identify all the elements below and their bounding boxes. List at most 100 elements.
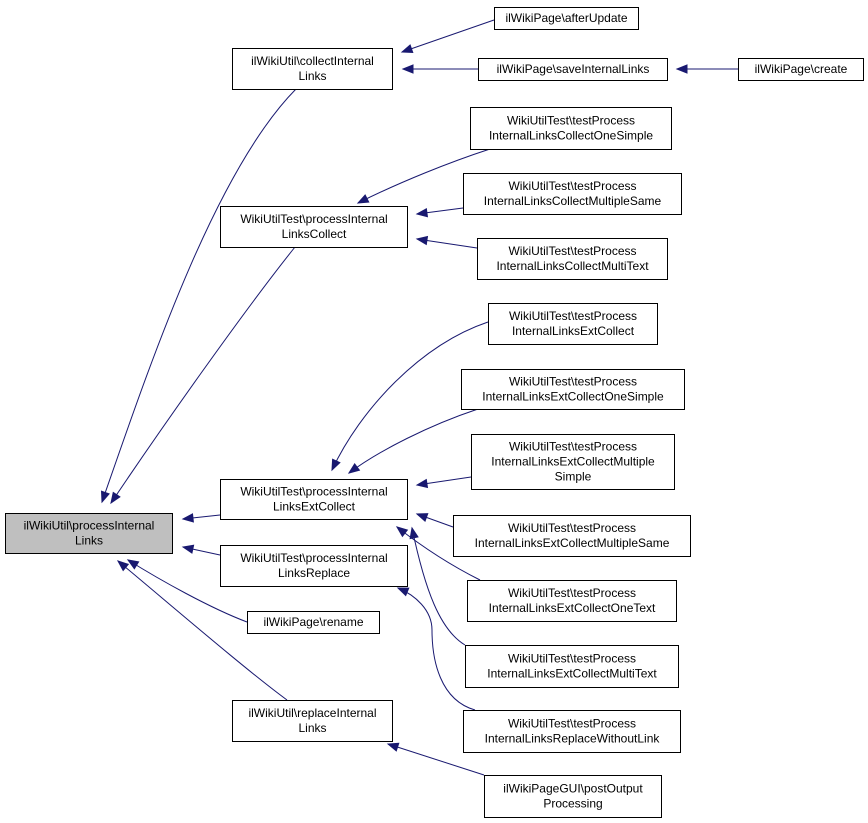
arrowhead-icon bbox=[181, 513, 194, 523]
node-label-line: WikiUtilTest\testProcess bbox=[508, 244, 636, 258]
edge-processInternalLinksReplace-to-root bbox=[181, 544, 221, 556]
node-testCollectMultiText[interactable]: WikiUtilTest\testProcessInternalLinksCol… bbox=[477, 238, 668, 280]
edge-line bbox=[101, 88, 297, 503]
edge-line bbox=[357, 148, 491, 204]
arrowhead-icon bbox=[100, 490, 110, 504]
arrowhead-icon bbox=[415, 235, 429, 246]
node-box bbox=[477, 238, 668, 280]
node-afterUpdate[interactable]: ilWikiPage\afterUpdate bbox=[494, 7, 639, 30]
node-label-line: ilWikiUtil\collectInternal bbox=[251, 54, 374, 68]
edge-replaceInternalLinks-to-root bbox=[116, 560, 288, 701]
node-testReplaceWithoutLink[interactable]: WikiUtilTest\testProcessInternalLinksRep… bbox=[463, 710, 681, 753]
node-testExtCollectOneText[interactable]: WikiUtilTest\testProcessInternalLinksExt… bbox=[467, 580, 677, 622]
arrowhead-icon bbox=[415, 478, 429, 489]
node-box bbox=[453, 515, 691, 557]
node-testCollectMultipleSame[interactable]: WikiUtilTest\testProcessInternalLinksCol… bbox=[463, 173, 682, 215]
edge-create-to-saveInternalLinks bbox=[675, 64, 738, 74]
node-label-line: ilWikiPage\rename bbox=[263, 615, 363, 629]
edge-saveInternalLinks-to-collectInternalLinks bbox=[401, 64, 478, 74]
node-label-line: InternalLinksCollectMultipleSame bbox=[484, 194, 662, 208]
edge-testExtCollectMultiText-to-processInternalLinksExtCollect bbox=[409, 526, 466, 646]
node-testExtCollectMultipleSimple[interactable]: WikiUtilTest\testProcessInternalLinksExt… bbox=[471, 434, 675, 490]
node-label-line: InternalLinksCollectMultiText bbox=[496, 259, 649, 273]
edge-line bbox=[397, 587, 476, 711]
node-label-line: InternalLinksExtCollect bbox=[512, 324, 635, 338]
edge-testExtCollect-to-processInternalLinksExtCollect bbox=[331, 321, 489, 472]
node-label-line: WikiUtilTest\testProcess bbox=[508, 586, 636, 600]
node-processInternalLinksExtCollect[interactable]: WikiUtilTest\processInternalLinksExtColl… bbox=[220, 479, 408, 520]
node-label-line: InternalLinksExtCollectMultiple bbox=[491, 455, 655, 469]
node-label-line: WikiUtilTest\testProcess bbox=[508, 521, 636, 535]
node-box bbox=[471, 434, 675, 490]
node-testCollectOneSimple[interactable]: WikiUtilTest\testProcessInternalLinksCol… bbox=[470, 107, 672, 150]
node-label-line: LinksCollect bbox=[282, 227, 347, 241]
node-label-line: Links bbox=[298, 69, 326, 83]
node-label-line: Simple bbox=[555, 470, 592, 484]
node-label-line: ilWikiUtil\processInternal bbox=[24, 519, 155, 533]
arrowhead-icon bbox=[347, 462, 361, 474]
node-box bbox=[467, 580, 677, 622]
node-box bbox=[488, 303, 658, 345]
node-label-line: InternalLinksExtCollectMultiText bbox=[487, 667, 657, 681]
node-box bbox=[478, 58, 668, 81]
node-testExtCollectMultiText[interactable]: WikiUtilTest\testProcessInternalLinksExt… bbox=[465, 645, 679, 688]
edge-rename-to-root bbox=[126, 559, 248, 623]
node-testExtCollect[interactable]: WikiUtilTest\testProcessInternalLinksExt… bbox=[488, 303, 658, 345]
node-box bbox=[494, 7, 639, 30]
node-label-line: Processing bbox=[543, 797, 602, 811]
node-rename[interactable]: ilWikiPage\rename bbox=[247, 611, 380, 634]
node-label-line: WikiUtilTest\testProcess bbox=[508, 179, 636, 193]
edges-layer bbox=[100, 19, 738, 776]
node-label-line: LinksExtCollect bbox=[273, 500, 356, 514]
node-saveInternalLinks[interactable]: ilWikiPage\saveInternalLinks bbox=[478, 58, 668, 81]
node-label-line: WikiUtilTest\testProcess bbox=[509, 440, 637, 454]
arrowhead-icon bbox=[356, 194, 370, 204]
edge-line bbox=[331, 321, 489, 471]
arrowhead-icon bbox=[415, 207, 429, 218]
node-box bbox=[470, 107, 672, 150]
edge-line bbox=[401, 19, 495, 53]
node-label-line: InternalLinksExtCollectOneText bbox=[489, 601, 656, 615]
node-box bbox=[220, 545, 408, 587]
node-testExtCollectOneSimple[interactable]: WikiUtilTest\testProcessInternalLinksExt… bbox=[461, 369, 685, 410]
arrowhead-icon bbox=[181, 544, 195, 554]
node-label-line: ilWikiPage\afterUpdate bbox=[505, 11, 627, 25]
arrowhead-icon bbox=[675, 64, 688, 74]
node-box bbox=[232, 700, 393, 742]
arrowhead-icon bbox=[396, 587, 410, 597]
edge-collectInternalLinks-to-root bbox=[100, 88, 297, 504]
node-label-line: WikiUtilTest\processInternal bbox=[240, 551, 387, 565]
node-create[interactable]: ilWikiPage\create bbox=[738, 58, 864, 81]
edge-line bbox=[411, 527, 466, 646]
node-label-line: WikiUtilTest\testProcess bbox=[508, 652, 636, 666]
node-box bbox=[5, 513, 173, 554]
edge-line bbox=[348, 408, 479, 474]
node-testExtCollectMultipleSame[interactable]: WikiUtilTest\testProcessInternalLinksExt… bbox=[453, 515, 691, 557]
edge-line bbox=[117, 560, 288, 701]
edge-postOutputProcessing-to-replaceInternalLinks bbox=[386, 742, 485, 776]
node-label-line: InternalLinksExtCollectOneSimple bbox=[482, 390, 664, 404]
node-label-line: InternalLinksReplaceWithoutLink bbox=[485, 732, 661, 746]
node-label-line: Links bbox=[298, 721, 326, 735]
node-box bbox=[463, 173, 682, 215]
node-label-line: LinksReplace bbox=[278, 566, 350, 580]
node-label-line: Links bbox=[75, 534, 103, 548]
arrowhead-icon bbox=[110, 491, 121, 505]
arrowhead-icon bbox=[331, 458, 341, 472]
node-label-line: WikiUtilTest\testProcess bbox=[509, 375, 637, 389]
arrowhead-icon bbox=[400, 44, 414, 54]
edge-testExtCollectMultipleSimple-to-processInternalLinksExtCollect bbox=[415, 476, 472, 489]
node-box bbox=[247, 611, 380, 634]
node-label-line: WikiUtilTest\processInternal bbox=[240, 212, 387, 226]
arrowhead-icon bbox=[395, 526, 409, 538]
arrowhead-icon bbox=[401, 64, 414, 74]
edge-line bbox=[387, 743, 485, 776]
arrowhead-icon bbox=[409, 526, 419, 540]
